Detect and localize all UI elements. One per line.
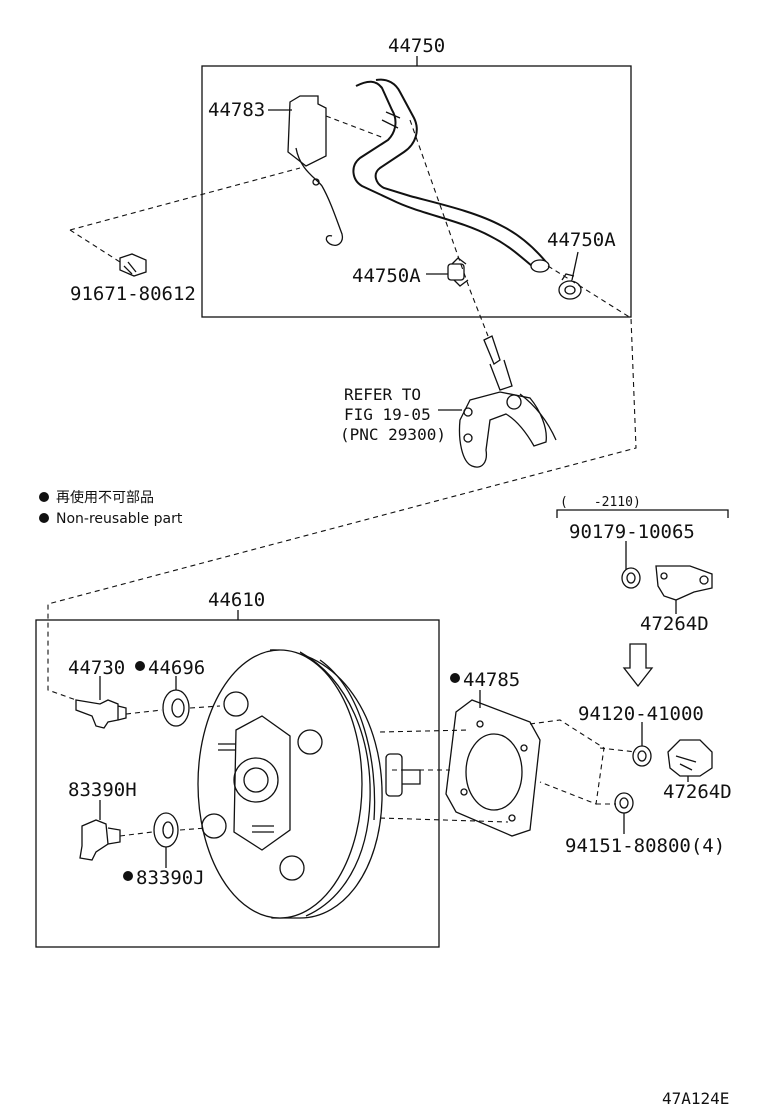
bolt-91671-80612[interactable] [119, 253, 147, 277]
label-44785: 44785 [463, 669, 520, 691]
label-90179-10065: 90179-10065 [569, 521, 695, 543]
label-94151-80800: 94151-80800(4) [565, 835, 725, 857]
label-44610: 44610 [208, 589, 265, 611]
label-47264d-lower: 47264D [663, 781, 732, 803]
clamp-44750a-left[interactable] [447, 257, 469, 287]
legend-bullet-icon [39, 492, 49, 502]
brake-booster[interactable] [197, 649, 421, 919]
label-47264d-upper: 47264D [640, 613, 709, 635]
bracket-47264d-upper[interactable] [655, 565, 713, 601]
nut-94151-80800[interactable] [614, 792, 634, 814]
label-44783: 44783 [208, 99, 265, 121]
label-83390j: 83390J [136, 867, 205, 889]
label-44750: 44750 [388, 35, 445, 57]
legend-english: Non-reusable part [56, 511, 183, 527]
vacuum-hose[interactable] [352, 78, 550, 273]
label-44730: 44730 [68, 657, 125, 679]
refer-line-3: (PNC 29300) [340, 425, 446, 444]
gasket-44785[interactable] [445, 699, 541, 837]
legend-japanese: 再使用不可部品 [56, 489, 154, 506]
nut-90179-10065[interactable] [621, 567, 641, 589]
figure-code: 47A124E [662, 1089, 729, 1108]
refer-line-2: FIG 19-05 [344, 405, 431, 424]
legend-bullet-icon [39, 513, 49, 523]
label-83390h: 83390H [68, 779, 137, 801]
label-91671-80612: 91671-80612 [70, 283, 196, 305]
grommet-83390j[interactable] [153, 812, 179, 848]
bracket-47264d-lower[interactable] [667, 739, 713, 777]
non-reusable-mark-icon [450, 673, 460, 683]
label-44750a-right: 44750A [547, 229, 616, 251]
label-44696: 44696 [148, 657, 205, 679]
clamp-44750a-right[interactable] [558, 273, 582, 300]
label-44750a-left: 44750A [352, 265, 421, 287]
down-arrow-icon [622, 643, 654, 688]
check-valve-44730[interactable] [75, 699, 127, 729]
grommet-44696[interactable] [162, 689, 190, 727]
non-reusable-mark-icon [135, 661, 145, 671]
label-94120-41000: 94120-41000 [578, 703, 704, 725]
master-cylinder-reference [458, 335, 557, 468]
refer-line-1: REFER TO [344, 385, 421, 404]
sensor-83390h[interactable] [79, 819, 121, 861]
non-reusable-mark-icon [123, 871, 133, 881]
date-range: ( -2110) [560, 495, 641, 510]
bracket-44783[interactable] [287, 95, 344, 246]
nut-94120-41000[interactable] [632, 745, 652, 767]
